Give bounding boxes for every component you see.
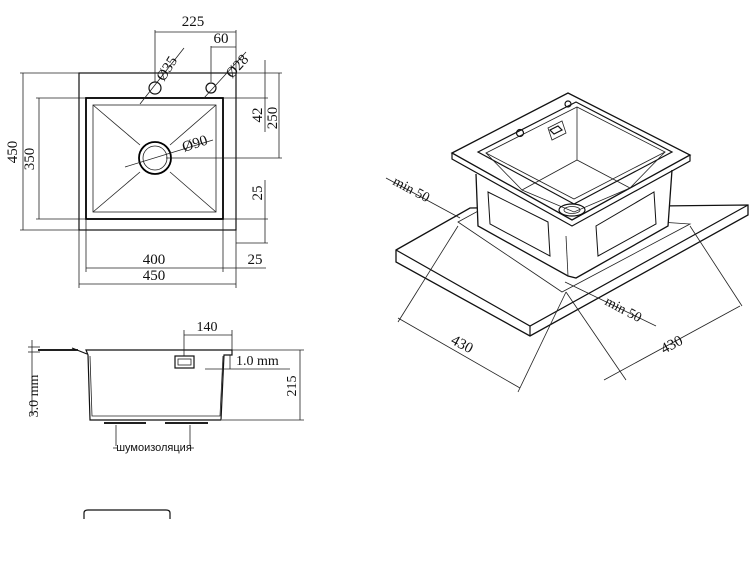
sink-bowl-inner: [92, 104, 217, 213]
dim-min50-left: min 50: [390, 174, 432, 206]
dim-line: [603, 305, 741, 381]
dim-line: [385, 177, 461, 219]
dim-d90: Ø90: [180, 133, 210, 156]
dim-3mm: 3.0 mm: [27, 375, 42, 418]
iso-drain: [558, 203, 586, 217]
dim-line: [397, 317, 521, 389]
iso-overflow-hole: [564, 100, 572, 108]
insulation-panel-left: [487, 191, 551, 257]
dim-250: 250: [265, 107, 281, 130]
ext-line: [517, 291, 567, 393]
sink-flange-outline: [78, 72, 237, 231]
sink-section-inner: [89, 355, 224, 417]
leader-line: [139, 47, 185, 105]
bowl-diagonal: [169, 171, 217, 213]
ext-line: [397, 225, 459, 323]
bowl-diagonal: [92, 171, 141, 213]
top-view: 225 60 Ø35 Ø28 Ø90 450 350 42 250 25: [5, 14, 282, 288]
dim-d35: Ø35: [154, 54, 181, 84]
iso-overflow-frame: [547, 120, 567, 141]
overflow-slot: [174, 355, 195, 369]
dim-225: 225: [182, 14, 205, 30]
overflow-hole: [205, 82, 217, 94]
sink-section-outline: [85, 349, 233, 421]
dim-215: 215: [285, 376, 300, 397]
dim-350: 350: [22, 148, 38, 171]
dim-140: 140: [197, 320, 218, 335]
dim-400: 400: [143, 252, 166, 268]
bowl-diagonal: [169, 104, 217, 146]
bowl-floor-edge: [485, 151, 666, 213]
dim-60: 60: [214, 31, 229, 47]
dim-25-right: 25: [250, 186, 266, 201]
dim-450-left: 450: [5, 141, 21, 164]
sink-bowl-outline: [85, 97, 224, 220]
leader-line: [203, 51, 247, 99]
bowl-floor-back: [521, 159, 631, 191]
section-view: шумоизоляция 140 1.0 mm 215 3.0 mm: [27, 320, 304, 454]
sink-flange-edge: [451, 153, 691, 227]
dim-450-bottom: 450: [143, 268, 166, 284]
dim-25-bottom: 25: [248, 252, 263, 268]
iso-drain-inner: [563, 206, 581, 214]
overflow-slot-inner: [177, 358, 192, 366]
sink-body-corner: [565, 235, 569, 277]
flange-edge: [71, 347, 88, 355]
iso-tap-hole: [515, 128, 525, 138]
tap-hole: [148, 81, 162, 95]
iso-overflow-slot: [548, 125, 564, 135]
dim-thickness: 1.0 mm: [236, 354, 279, 369]
sink-body: [475, 169, 673, 279]
insulation-panel-right: [595, 191, 657, 257]
ext-line: [689, 225, 743, 307]
dim-430-left: 430: [448, 332, 475, 357]
bowl-diagonal: [92, 104, 141, 146]
dim-430-right: 430: [658, 333, 685, 358]
dim-42: 42: [250, 108, 266, 123]
sink-bowl-opening: [476, 101, 674, 205]
ext-line: [565, 291, 627, 381]
partial-outline: [83, 509, 171, 519]
label-insulation: шумоизоляция: [116, 442, 192, 454]
countertop-cutout: [457, 209, 692, 293]
leader-line: [124, 139, 214, 168]
dim-d28: Ø28: [223, 52, 252, 82]
iso-view: min 50 min 50 430 430: [385, 92, 749, 393]
dim-min50-right: min 50: [602, 294, 644, 326]
dim-line: [564, 281, 657, 327]
